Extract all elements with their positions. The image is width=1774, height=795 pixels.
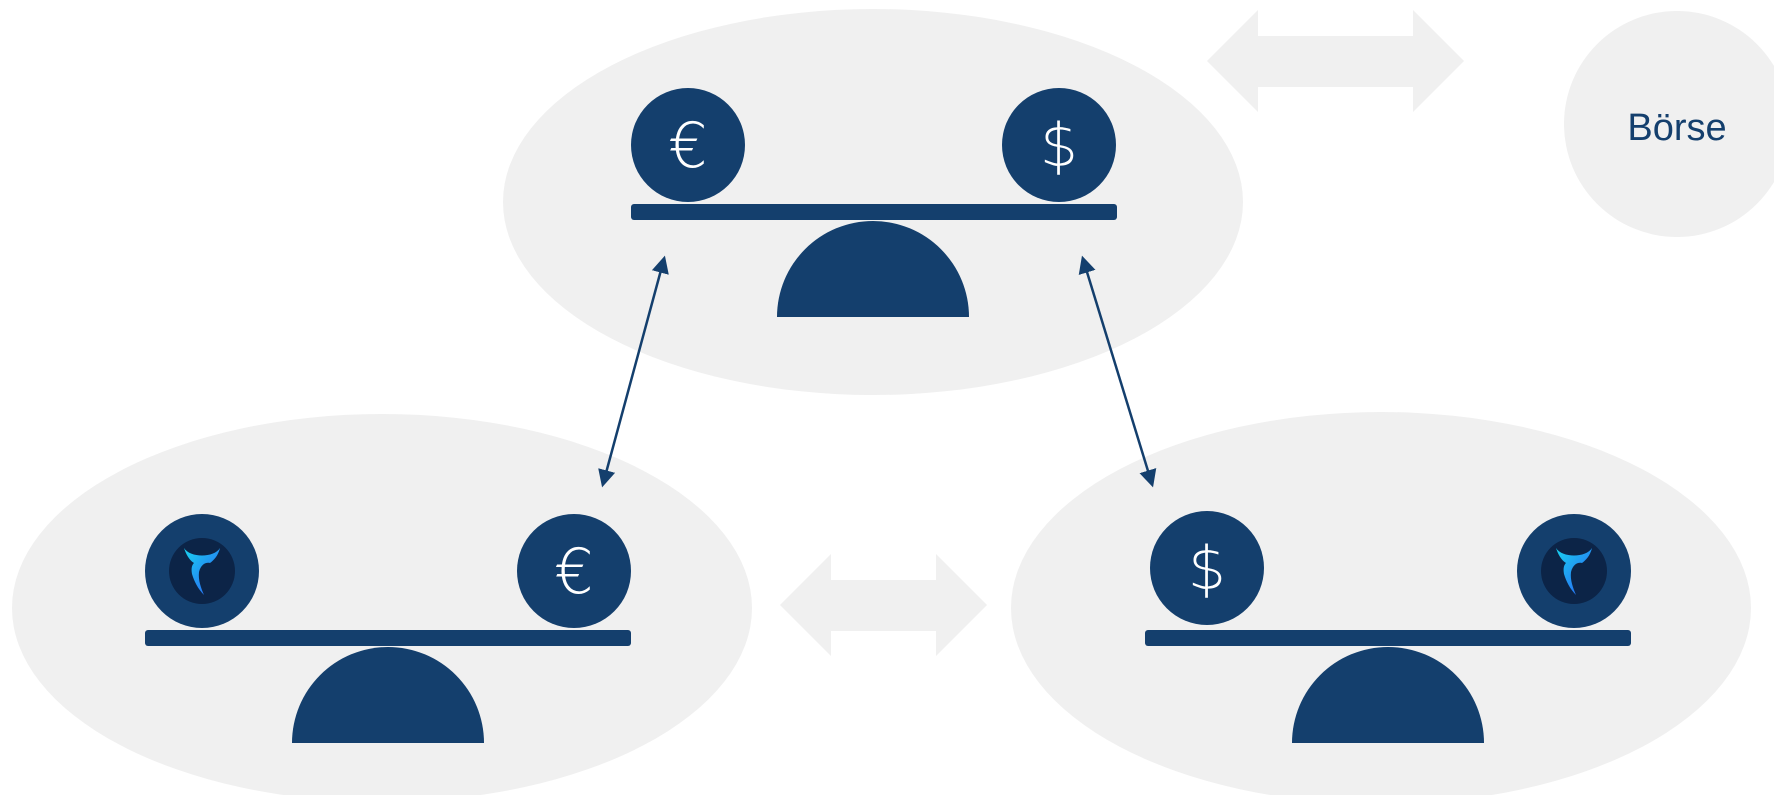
token-logo-icon bbox=[184, 548, 220, 595]
scale-base bbox=[1292, 647, 1484, 743]
coin-circle bbox=[1002, 88, 1116, 202]
dollar-coin: $ bbox=[1150, 511, 1264, 625]
exchange-node: Börse bbox=[1564, 11, 1774, 237]
euro-coin: € bbox=[517, 514, 631, 628]
scale-beam bbox=[145, 630, 631, 646]
bottom-right-scale: $ bbox=[1145, 511, 1631, 743]
top-scale-background bbox=[503, 9, 1243, 395]
coin-circle bbox=[631, 88, 745, 202]
dollar-coin: $ bbox=[1002, 88, 1116, 202]
scale-base bbox=[777, 221, 969, 317]
dollar-icon: $ bbox=[1188, 534, 1226, 604]
scale-base bbox=[292, 647, 484, 743]
euro-icon: € bbox=[554, 535, 593, 608]
double-arrow-icon bbox=[1207, 10, 1464, 112]
scale-beam bbox=[631, 204, 1117, 220]
coin-circle bbox=[1150, 511, 1264, 625]
top-scale: € $ bbox=[631, 88, 1117, 317]
token-coin bbox=[1517, 514, 1631, 628]
bottom-left-scale-background bbox=[12, 414, 752, 795]
bidirectional-arrow-icon bbox=[1078, 255, 1157, 488]
dollar-icon: $ bbox=[1040, 111, 1078, 181]
exchange-circle bbox=[1564, 11, 1774, 237]
token-inner-circle bbox=[1541, 538, 1607, 604]
bottom-left-scale: € bbox=[145, 514, 631, 743]
scale-beam bbox=[1145, 630, 1631, 646]
coin-circle bbox=[517, 514, 631, 628]
exchange-label: Börse bbox=[1627, 107, 1726, 149]
token-logo-icon bbox=[1556, 548, 1592, 595]
token-inner-circle bbox=[169, 538, 235, 604]
bidirectional-arrow-icon bbox=[598, 255, 669, 488]
euro-icon: € bbox=[668, 109, 707, 182]
double-arrow-icon bbox=[780, 554, 987, 656]
token-coin bbox=[145, 514, 259, 628]
euro-coin: € bbox=[631, 88, 745, 202]
bottom-right-scale-background bbox=[1011, 412, 1751, 795]
